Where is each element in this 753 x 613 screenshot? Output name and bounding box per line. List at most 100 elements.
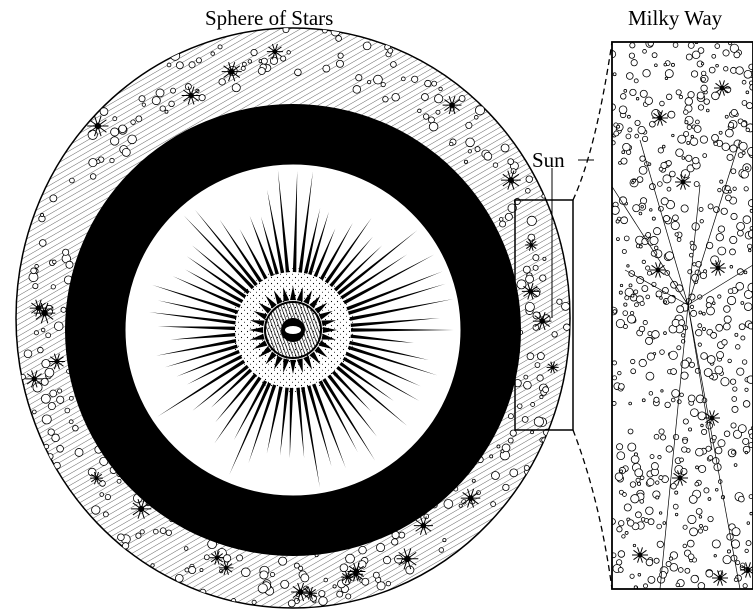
star-circle bbox=[663, 215, 669, 221]
star-circle bbox=[652, 217, 655, 220]
star-circle bbox=[41, 213, 44, 216]
star-circle bbox=[110, 137, 118, 145]
star-circle bbox=[160, 106, 165, 111]
star-circle bbox=[718, 247, 726, 255]
star-circle bbox=[491, 502, 496, 507]
star-circle bbox=[690, 138, 698, 146]
star-circle bbox=[731, 169, 736, 174]
star-circle bbox=[688, 42, 694, 48]
star-circle bbox=[678, 568, 683, 573]
star-circle bbox=[672, 215, 678, 221]
star-circle bbox=[656, 496, 659, 499]
star-circle bbox=[683, 419, 688, 424]
star-circle bbox=[439, 548, 444, 553]
star-circle bbox=[136, 116, 142, 122]
star-circle bbox=[675, 491, 678, 494]
star-circle bbox=[734, 578, 738, 582]
star-circle bbox=[634, 79, 638, 83]
star-circle bbox=[630, 89, 636, 95]
star-circle bbox=[636, 97, 639, 100]
star-circle bbox=[526, 176, 533, 183]
star-circle bbox=[650, 455, 654, 459]
star-circle bbox=[738, 496, 744, 502]
star-circle bbox=[621, 217, 628, 224]
star-circle bbox=[475, 147, 480, 152]
star-circle bbox=[687, 125, 691, 129]
star-circle bbox=[63, 249, 69, 255]
star-circle bbox=[42, 360, 50, 368]
star-circle bbox=[41, 394, 50, 403]
star-circle bbox=[612, 361, 616, 365]
star-circle bbox=[122, 148, 130, 156]
star-circle bbox=[392, 539, 398, 545]
star-circle bbox=[698, 412, 706, 420]
star-circle bbox=[696, 448, 704, 456]
star-circle bbox=[241, 66, 245, 70]
star-circle bbox=[692, 51, 700, 59]
star-circle bbox=[691, 310, 697, 316]
star-circle bbox=[722, 143, 730, 151]
star-circle bbox=[691, 575, 699, 583]
star-circle bbox=[654, 397, 659, 402]
star-circle bbox=[664, 332, 667, 335]
star-circle bbox=[642, 285, 648, 291]
star-circle bbox=[725, 115, 728, 118]
star-circle bbox=[661, 390, 663, 392]
star-circle bbox=[346, 594, 351, 599]
star-circle bbox=[70, 178, 75, 183]
star-circle bbox=[386, 581, 391, 586]
star-circle bbox=[128, 135, 137, 144]
star-circle bbox=[732, 397, 737, 402]
star-circle bbox=[701, 353, 708, 360]
star-circle bbox=[491, 472, 499, 480]
star-circle bbox=[712, 54, 716, 58]
star-circle bbox=[613, 310, 617, 314]
star-circle bbox=[741, 171, 749, 179]
star-circle bbox=[627, 520, 633, 526]
star-circle bbox=[362, 578, 369, 585]
star-circle bbox=[719, 131, 722, 134]
star-circle bbox=[688, 395, 695, 402]
star-circle bbox=[698, 343, 701, 346]
star-circle bbox=[258, 584, 267, 593]
star-circle bbox=[647, 353, 654, 360]
star-circle bbox=[33, 383, 42, 392]
star-circle bbox=[681, 205, 688, 212]
star-circle bbox=[677, 400, 681, 404]
star-circle bbox=[716, 233, 723, 240]
star-circle bbox=[701, 63, 703, 65]
star-circle bbox=[90, 174, 96, 180]
star-circle bbox=[681, 334, 684, 337]
star-circle bbox=[643, 584, 647, 588]
star-circle bbox=[151, 564, 154, 567]
star-circle bbox=[169, 101, 175, 107]
star-circle bbox=[58, 389, 62, 393]
star-circle bbox=[340, 564, 348, 572]
star-circle bbox=[642, 260, 645, 263]
star-circle bbox=[522, 416, 528, 422]
star-circle bbox=[552, 332, 557, 337]
star-circle bbox=[745, 451, 748, 454]
star-circle bbox=[57, 445, 64, 452]
star-circle bbox=[623, 324, 627, 328]
star-circle bbox=[450, 142, 454, 146]
star-circle bbox=[51, 285, 55, 289]
star-circle bbox=[702, 312, 705, 315]
star-circle bbox=[46, 333, 51, 338]
star-circle bbox=[57, 396, 64, 403]
star-circle bbox=[695, 482, 699, 486]
star-circle bbox=[628, 429, 633, 434]
star-circle bbox=[299, 566, 303, 570]
star-circle bbox=[295, 69, 302, 76]
star-circle bbox=[750, 512, 753, 515]
star-circle bbox=[288, 600, 295, 607]
star-circle bbox=[251, 49, 257, 55]
star-circle bbox=[171, 88, 176, 93]
star-circle bbox=[735, 333, 738, 336]
star-circle bbox=[702, 327, 705, 330]
star-circle bbox=[497, 445, 500, 448]
star-circle bbox=[637, 482, 640, 485]
star-circle bbox=[699, 524, 702, 527]
star-circle bbox=[614, 131, 619, 136]
star-circle bbox=[622, 535, 625, 538]
